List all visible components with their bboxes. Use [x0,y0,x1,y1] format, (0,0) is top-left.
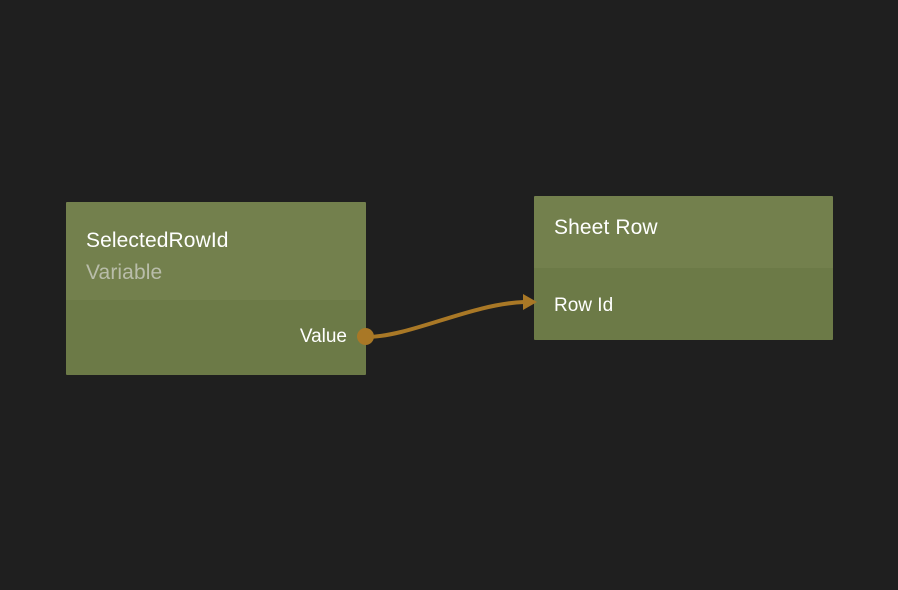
node-body-selected-row-id: Value [66,300,366,375]
node-subtitle: Variable [86,261,163,284]
input-port-label-row-id: Row Id [554,294,614,316]
node-selected-row-id[interactable]: SelectedRowId Variable Value [66,202,366,375]
output-port-label-value: Value [299,325,347,347]
node-header-sheet-row[interactable]: Sheet Row [534,196,833,268]
output-port-connector-value-icon[interactable] [357,328,374,345]
node-title: Sheet Row [554,216,658,239]
node-sheet-row[interactable]: Sheet Row Row Id [534,196,833,340]
node-body-sheet-row: Row Id [534,268,833,340]
input-port-connector-row-id-icon[interactable] [523,294,537,310]
connection-wire-value-to-row-id[interactable] [364,300,526,339]
input-port-row-row-id[interactable]: Row Id [554,292,613,318]
node-header-selected-row-id[interactable]: SelectedRowId Variable [66,202,366,300]
output-port-row-value[interactable]: Value [300,323,347,349]
node-title: SelectedRowId [86,229,229,252]
